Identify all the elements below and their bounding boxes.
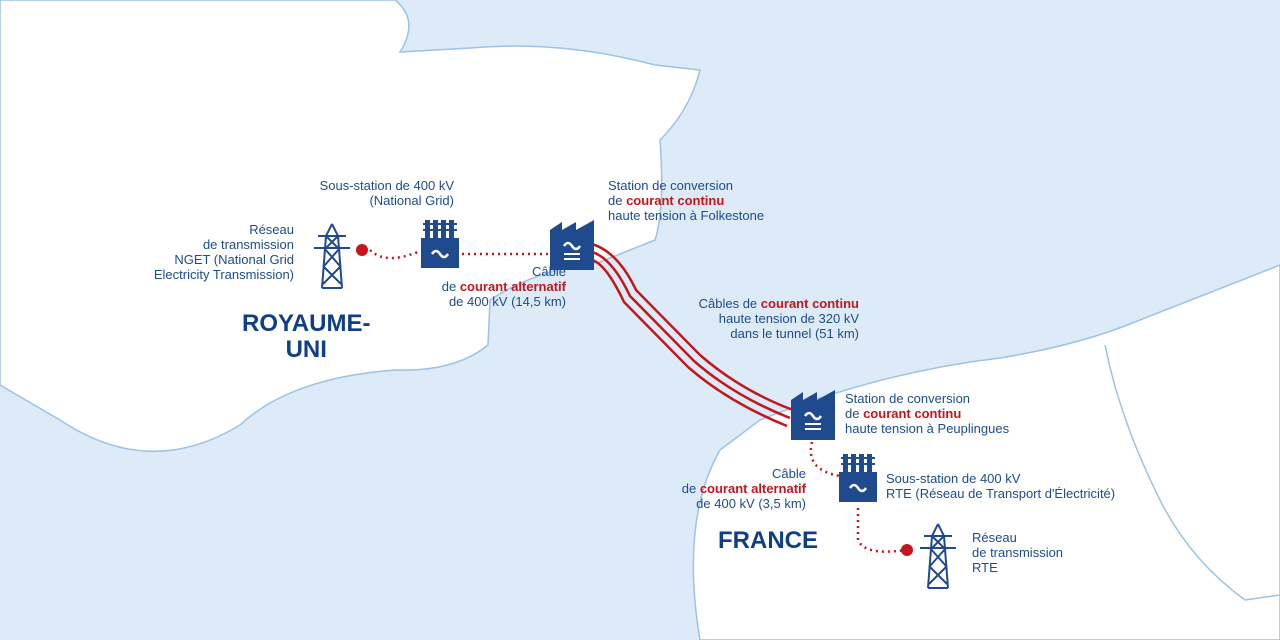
peuplingues-highlight: courant continu (863, 406, 962, 421)
uk-land (0, 0, 701, 453)
dc-tunnel-cables (591, 242, 794, 428)
fr-ac-cable-2 (856, 508, 906, 553)
peuplingues-prefix: de (845, 406, 864, 421)
uk-name-line2: UNI (285, 336, 327, 363)
peuplingues-line2: de courant continu (845, 406, 1009, 421)
france-name: FRANCE (718, 527, 818, 554)
uk-substation-line2: (National Grid) (369, 193, 454, 208)
fr-grid-line2: de transmission (972, 545, 1064, 560)
fr-substation-label: Sous-station de 400 kV RTE (Réseau de Tr… (886, 471, 1115, 501)
france-land (692, 264, 1280, 640)
france-country-label: FRANCE (718, 528, 818, 554)
uk-grid-line2: de transmission (202, 237, 294, 252)
uk-substation-line1: Sous-station de 400 kV (319, 178, 454, 193)
uk-ac-cable-label: Câble de courant alternatif de 400 kV (1… (442, 264, 566, 309)
folkestone-highlight: courant continu (626, 193, 725, 208)
uk-grid-line1: Réseau (249, 222, 294, 237)
fr-ac-line2: de courant alternatif (682, 481, 806, 496)
uk-ac-prefix: de (441, 279, 460, 294)
dc-highlight: courant continu (760, 296, 859, 311)
fr-ac-highlight: courant alternatif (699, 481, 806, 496)
fr-grid-label: Réseau de transmission RTE (972, 530, 1063, 575)
uk-grid-connection-dot (356, 244, 368, 256)
fr-substation-line1: Sous-station de 400 kV (886, 471, 1021, 486)
dc-line3: dans le tunnel (51 km) (730, 326, 859, 341)
uk-ac-line3: de 400 kV (14,5 km) (448, 294, 566, 309)
fr-grid-line3: RTE (972, 560, 998, 575)
folkestone-line1: Station de conversion (608, 178, 734, 193)
dc-line1: Câbles de courant continu (699, 296, 859, 311)
folkestone-line2: de courant continu (608, 193, 764, 208)
uk-grid-label: Réseau de transmission NGET (National Gr… (154, 222, 294, 282)
peuplingues-line3: haute tension à Peuplingues (845, 421, 1010, 436)
dc-line2: haute tension de 320 kV (718, 311, 859, 326)
uk-name-line1: ROYAUME- (242, 310, 371, 337)
fr-ac-line1: Câble (772, 466, 806, 481)
folkestone-prefix: de (608, 193, 627, 208)
fr-ac-line3: de 400 kV (3,5 km) (696, 496, 806, 511)
uk-ac-line2: de courant alternatif (442, 279, 566, 294)
uk-ac-highlight: courant alternatif (459, 279, 566, 294)
uk-grid-line3: NGET (National Grid (174, 252, 294, 267)
peuplingues-line1: Station de conversion (845, 391, 971, 406)
fr-ac-prefix: de (681, 481, 700, 496)
dc-prefix: Câbles de (698, 296, 761, 311)
folkestone-line3: haute tension à Folkestone (608, 208, 765, 223)
converter-station-icon (548, 218, 596, 272)
uk-grid-line4: Electricity Transmission) (153, 267, 294, 282)
peuplingues-label: Station de conversion de courant continu… (845, 391, 1009, 436)
uk-substation-label: Sous-station de 400 kV (National Grid) (320, 178, 454, 208)
uk-country-label: ROYAUME- UNI (242, 311, 370, 363)
folkestone-label: Station de conversion de courant continu… (608, 178, 764, 223)
border-line (1104, 344, 1280, 601)
fr-grid-line1: Réseau (972, 530, 1017, 545)
uk-ac-line1: Câble (532, 264, 566, 279)
converter-station-icon (789, 388, 837, 442)
fr-ac-cable-label: Câble de courant alternatif de 400 kV (3… (682, 466, 806, 511)
fr-grid-connection-dot (901, 544, 913, 556)
fr-substation-line2: RTE (Réseau de Transport d'Électricité) (886, 486, 1116, 501)
dc-cables-label: Câbles de courant continu haute tension … (699, 296, 859, 341)
